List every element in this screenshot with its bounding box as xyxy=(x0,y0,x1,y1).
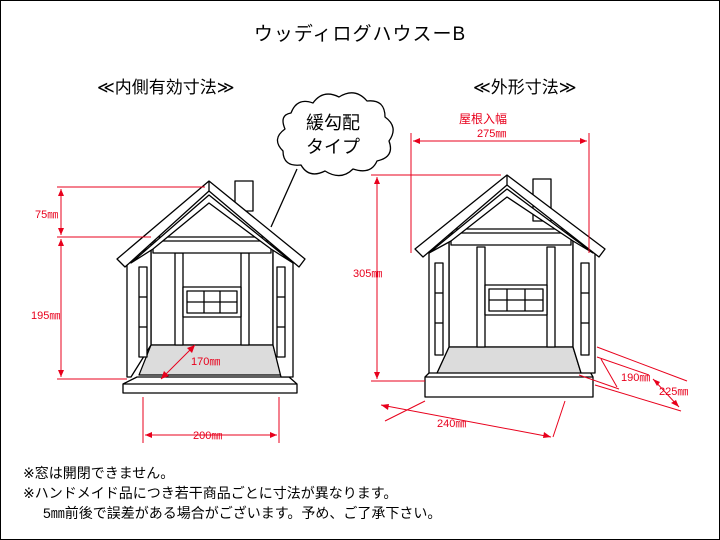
left-depth-label: 170㎜ xyxy=(191,356,220,368)
left-gable-inner xyxy=(130,194,294,264)
note-handmade: ※ハンドメイド品につき若干商品ごとに寸法が異なります。 xyxy=(23,485,398,501)
callout-line-1: 緩勾配 xyxy=(306,113,360,133)
left-wall-height-label: 195㎜ xyxy=(31,310,60,322)
right-dimensions: 屋根入幅 275㎜ 305㎜ 190㎜ 225㎜ xyxy=(353,111,688,438)
right-gable-inner xyxy=(428,188,594,254)
right-height-label: 305㎜ xyxy=(353,268,382,280)
callout-line-2: タイプ xyxy=(306,137,360,157)
right-floor xyxy=(436,346,582,374)
diagram-title: ウッディログハウスーB xyxy=(253,24,467,45)
inner-dimensions-heading: ≪内側有効寸法≫ xyxy=(97,78,235,97)
right-window xyxy=(484,284,548,316)
right-depth-label: 190㎜ xyxy=(621,372,650,384)
left-dimensions: 75㎜ 195㎜ 170㎜ 200㎜ xyxy=(31,186,280,443)
type-callout-bubble xyxy=(270,92,394,228)
callout-text: 緩勾配 タイプ xyxy=(289,111,377,159)
note-tolerance: 5㎜前後で誤差がある場合がございます。予め、ご了承下さい。 xyxy=(43,505,442,521)
left-house xyxy=(116,180,306,394)
left-window xyxy=(182,286,242,318)
notes: ※窓は開閉できません。 ※ハンドメイド品につき若干商品ごとに寸法が異なります。 … xyxy=(23,463,441,523)
right-outer-depth-label: 225㎜ xyxy=(659,386,688,398)
left-width-label: 200㎜ xyxy=(193,430,222,442)
left-roof-height-label: 75㎜ xyxy=(35,209,58,221)
note-window: ※窓は開閉できません。 xyxy=(23,465,175,481)
outer-dimensions-heading: ≪外形寸法≫ xyxy=(473,78,577,97)
right-house xyxy=(414,174,606,398)
right-roof-width-title: 屋根入幅 xyxy=(459,111,507,126)
right-width-label: 240㎜ xyxy=(437,418,466,430)
right-roof-width-label: 275㎜ xyxy=(477,128,506,140)
left-base xyxy=(122,376,298,394)
